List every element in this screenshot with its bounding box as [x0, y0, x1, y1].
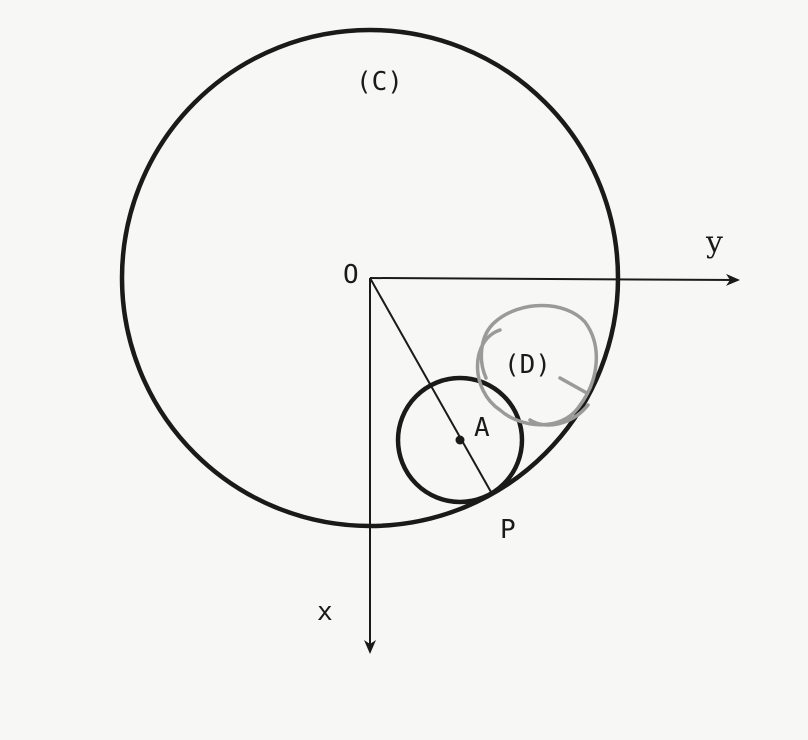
label-origin: O — [343, 260, 359, 290]
label-small-circle: (D) — [504, 350, 551, 380]
label-big-circle: (C) — [356, 67, 403, 97]
label-center-a: A — [474, 413, 490, 443]
center-point-a — [455, 435, 465, 445]
label-tangent-p: P — [500, 515, 516, 545]
pencil-scribble — [475, 303, 598, 427]
label-x-axis: x — [317, 597, 333, 627]
small-circle-d — [395, 375, 525, 505]
label-y-axis: y — [705, 225, 723, 260]
y-axis — [369, 273, 740, 286]
